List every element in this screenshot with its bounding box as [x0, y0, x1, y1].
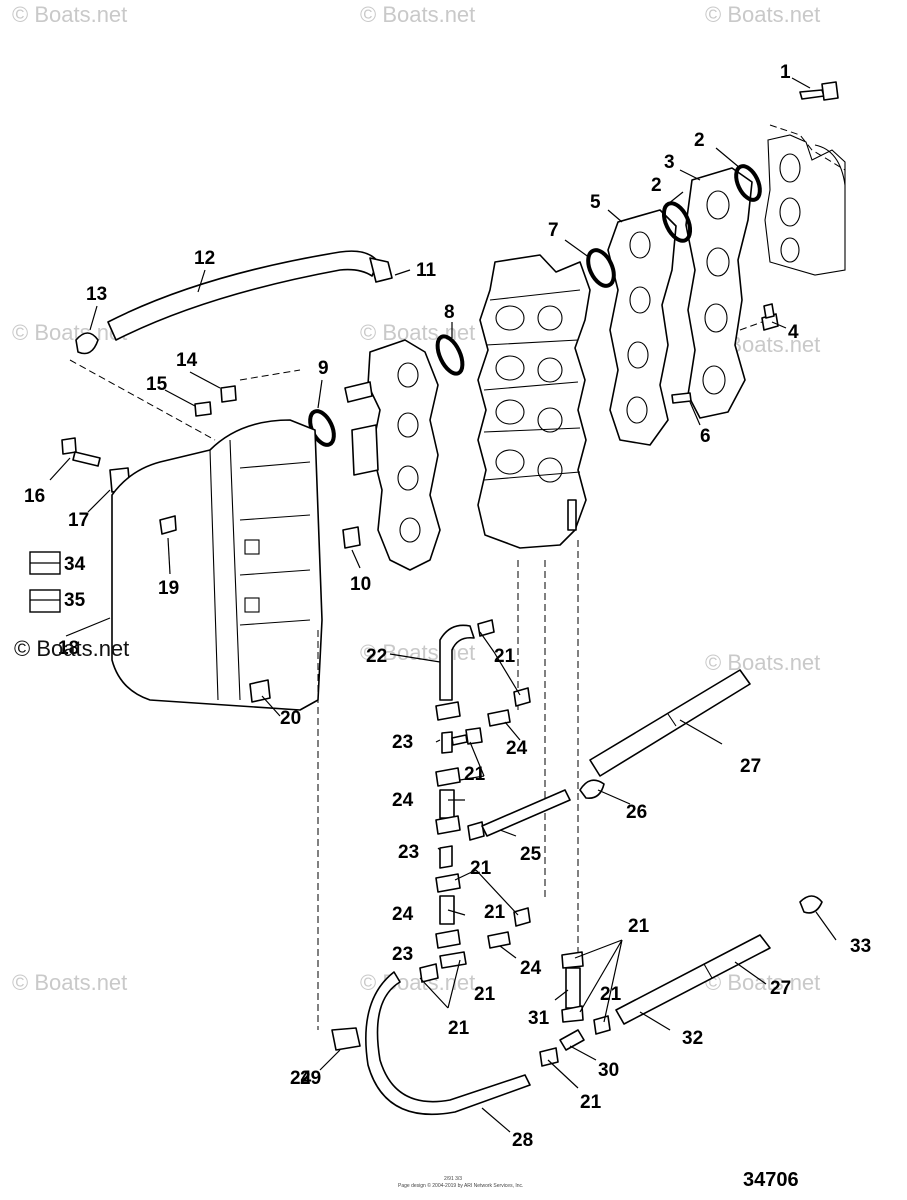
- callout-label: 27: [770, 978, 791, 999]
- bolt: [799, 81, 839, 101]
- callout-label: 13: [86, 284, 107, 305]
- callout-label: 9: [318, 358, 329, 379]
- callout-label: 21: [600, 984, 622, 1005]
- watermarks: © Boats.net © Boats.net © Boats.net © Bo…: [12, 2, 820, 995]
- callout-numbers: 1 2 2 3 4 5 6 7 8 9 10 11 12 13 14 15 16…: [24, 62, 871, 1151]
- callout-label: 21: [580, 1092, 602, 1113]
- footer-small-text: Page design © 2004-2019 by ARI Network S…: [398, 1182, 523, 1189]
- callout-label: 21: [494, 646, 516, 667]
- grommet: [342, 526, 361, 549]
- guide-lines: [69, 321, 763, 1030]
- callout-label: 21: [448, 1018, 470, 1039]
- watermark: © Boats.net: [12, 970, 127, 995]
- callout-label: 6: [700, 426, 711, 447]
- watermark: © Boats.net: [705, 2, 820, 27]
- o-ring: [586, 248, 616, 288]
- callout-label: 28: [512, 1130, 533, 1151]
- watermark: © Boats.net: [360, 320, 475, 345]
- callout-label: 27: [740, 756, 761, 777]
- callout-label: 31: [528, 1008, 550, 1029]
- callout-label: 16: [24, 486, 45, 507]
- callout-label: 14: [176, 350, 198, 371]
- callout-label: 23: [392, 944, 413, 965]
- callout-label: 3: [664, 152, 675, 173]
- callout-label: 34: [64, 554, 86, 575]
- callout-label: 12: [194, 248, 215, 269]
- callout-label: 24: [392, 904, 414, 925]
- figure-number: 34706: [743, 1169, 799, 1191]
- callout-label: 7: [548, 220, 559, 241]
- callout-label: 8: [444, 302, 455, 323]
- callout-label: 4: [788, 322, 799, 343]
- o-ring: [734, 164, 762, 202]
- watermark: © Boats.net: [705, 970, 820, 995]
- fuel-line-assembly: [419, 619, 571, 983]
- callout-label: 5: [590, 192, 601, 213]
- callout-label: 24: [506, 738, 528, 759]
- callout-label: 19: [158, 578, 179, 599]
- footer-small-text: 2/91 3/3: [444, 1176, 462, 1182]
- callout-label: 33: [850, 936, 871, 957]
- watermark: © Boats.net: [360, 2, 475, 27]
- intake-silencer: [111, 419, 323, 711]
- callout-label: 15: [146, 374, 168, 395]
- return-hose: [331, 971, 531, 1116]
- callout-label: 21: [470, 858, 492, 879]
- callout-label: 17: [68, 510, 89, 531]
- callout-label: 24: [520, 958, 542, 979]
- fitting: [249, 679, 271, 703]
- screw: [761, 303, 779, 331]
- callout-label: 21: [464, 764, 486, 785]
- callout-label: 1: [780, 62, 791, 83]
- o-ring: [435, 334, 465, 376]
- intake-gasket: [344, 339, 441, 571]
- callout-label: 24: [290, 1068, 312, 1089]
- callout-label: 21: [628, 916, 650, 937]
- vent-hose: [75, 250, 393, 355]
- adapter-plate: [607, 209, 692, 446]
- engine-block: [764, 124, 846, 276]
- fasteners: [61, 385, 237, 493]
- callout-label: 25: [520, 844, 542, 865]
- callout-label: 18: [58, 638, 79, 659]
- callout-label: 30: [598, 1060, 619, 1081]
- leader-lines: [30, 77, 837, 1133]
- callout-label: 20: [280, 708, 301, 729]
- part-box: [29, 589, 61, 613]
- copyright-label: © Boats.net: [14, 636, 129, 661]
- callout-label: 23: [398, 842, 419, 863]
- callout-label: 21: [484, 902, 506, 923]
- callout-label: 10: [350, 574, 371, 595]
- watermark: © Boats.net: [705, 650, 820, 675]
- fuel-hoses-right: [539, 669, 823, 1067]
- callout-label: 26: [626, 802, 647, 823]
- callout-label: 29: [300, 1068, 321, 1089]
- callout-label: 2: [694, 130, 705, 151]
- callout-label: 32: [682, 1028, 703, 1049]
- callout-label: 2: [651, 175, 662, 196]
- callout-label: 35: [64, 590, 86, 611]
- callout-label: 21: [474, 984, 496, 1005]
- gasket: [685, 167, 753, 419]
- callout-label: 23: [392, 732, 413, 753]
- carburetor-stack: [477, 254, 591, 549]
- watermark: © Boats.net: [12, 2, 127, 27]
- watermark: © Boats.net: [12, 320, 127, 345]
- callout-label: 24: [392, 790, 414, 811]
- callout-label: 22: [366, 646, 387, 667]
- callout-label: 11: [416, 260, 437, 281]
